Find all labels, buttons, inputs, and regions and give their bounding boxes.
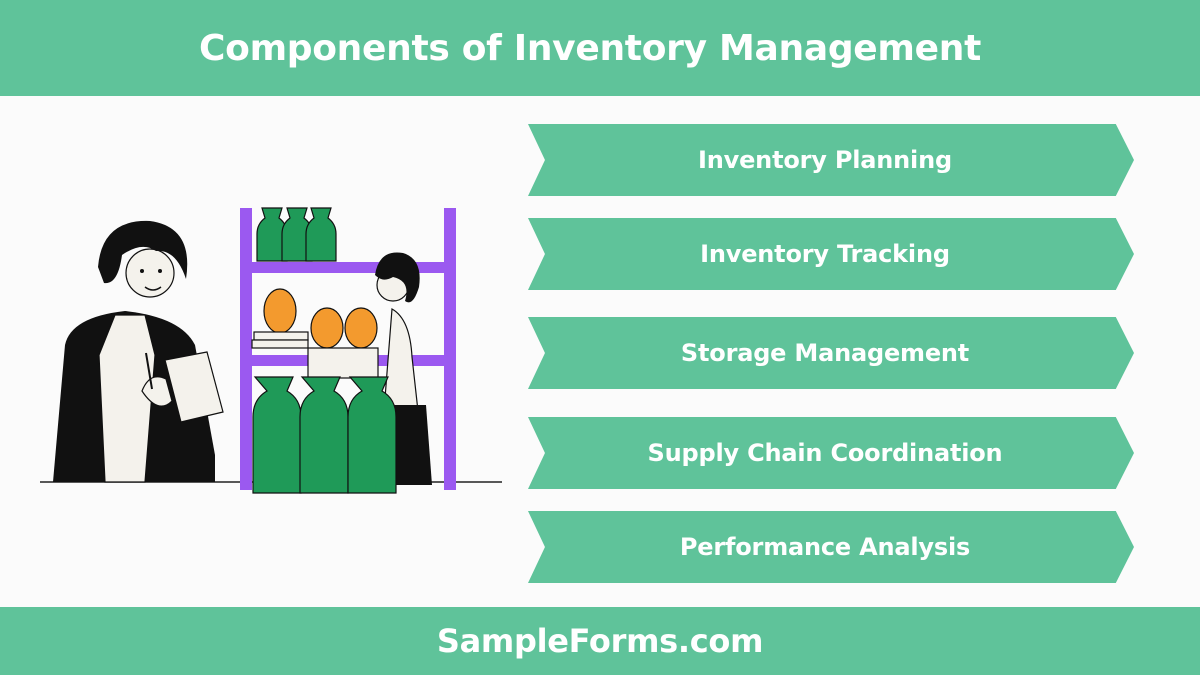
component-label: Inventory Tracking xyxy=(700,240,950,268)
clipboard-icon xyxy=(164,351,224,423)
woman-with-clipboard-icon xyxy=(53,220,224,483)
brand-name: SampleForms.com xyxy=(436,622,764,660)
component-item-inventory-planning: Inventory Planning xyxy=(528,124,1134,196)
component-item-performance-analysis: Performance Analysis xyxy=(528,511,1134,583)
pen-icon xyxy=(145,352,153,390)
footer-banner: SampleForms.com xyxy=(0,607,1200,675)
large-vase-icon xyxy=(252,376,397,494)
component-item-supply-chain-coordination: Supply Chain Coordination xyxy=(528,417,1134,489)
component-item-inventory-tracking: Inventory Tracking xyxy=(528,218,1134,290)
small-vase-icon xyxy=(256,207,337,262)
header-banner: Components of Inventory Management xyxy=(0,0,1200,96)
component-label: Storage Management xyxy=(680,339,970,367)
component-label: Inventory Planning xyxy=(698,146,952,174)
component-label: Supply Chain Coordination xyxy=(647,439,1003,467)
stacked-boxes-icon xyxy=(251,331,379,379)
page-title: Components of Inventory Management xyxy=(199,27,981,69)
component-item-storage-management: Storage Management xyxy=(528,317,1134,389)
component-label: Performance Analysis xyxy=(679,533,971,561)
inventory-workers-illustration xyxy=(30,195,510,505)
